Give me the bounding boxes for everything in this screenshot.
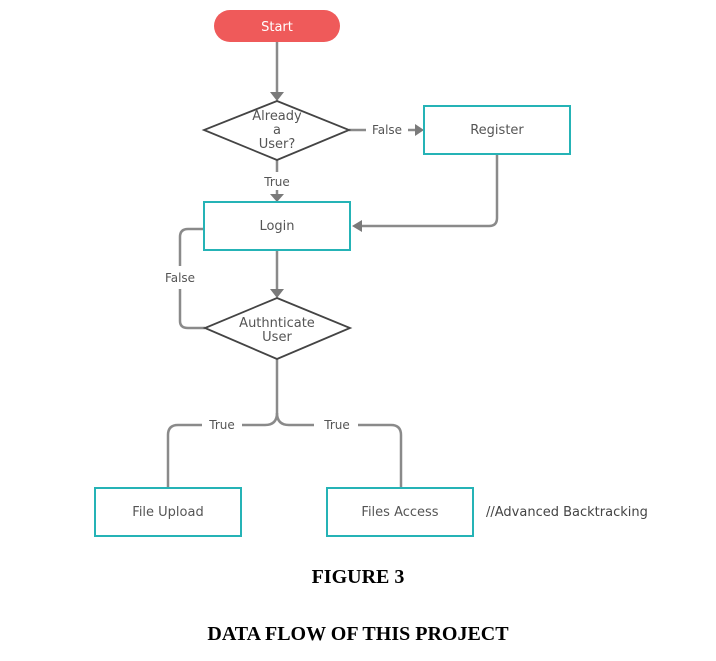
authenticate-label-line1: Authnticate	[239, 316, 315, 331]
arrow-register-into-login	[352, 220, 362, 232]
edge-to-files-access	[358, 423, 403, 487]
register-label: Register	[470, 123, 524, 138]
register-box	[423, 105, 571, 155]
files-access-box	[326, 487, 474, 537]
authenticate-decision	[202, 297, 353, 360]
already-user-decision	[201, 100, 352, 161]
edge-label-already-false: False	[372, 123, 402, 137]
edge-register-to-login	[362, 154, 499, 228]
file-upload-label: File Upload	[132, 505, 203, 520]
figure-number: FIGURE 3	[311, 566, 405, 588]
edge-auth-false-loop-b	[178, 289, 205, 330]
edge-label-auth-true-right: True	[323, 418, 350, 432]
edge-to-file-upload	[166, 423, 202, 487]
edge-true-right-curve	[275, 412, 314, 427]
advanced-backtracking-note: //Advanced Backtracking	[486, 505, 648, 520]
figure-title: DATA FLOW OF THIS PROJECT	[207, 623, 509, 645]
login-box	[203, 201, 351, 251]
already-user-label-line2: a	[273, 123, 281, 138]
authenticate-label-line2: User	[262, 330, 292, 345]
already-user-label-line3: User?	[259, 137, 296, 152]
arrow-into-register	[415, 124, 424, 136]
edge-auth-false-loop-a	[178, 227, 204, 266]
arrow-into-auth	[270, 289, 284, 298]
edge-label-auth-false: False	[165, 271, 195, 285]
connectors	[166, 42, 499, 487]
file-upload-box	[94, 487, 242, 537]
already-user-label-line1: Already	[252, 109, 302, 124]
start-label: Start	[261, 20, 293, 35]
arrow-into-decision	[270, 92, 284, 101]
start-node	[214, 10, 340, 42]
edge-true-left-curve	[242, 412, 279, 427]
files-access-label: Files Access	[361, 505, 438, 520]
edge-label-already-true: True	[263, 175, 290, 189]
login-label: Login	[259, 219, 294, 234]
arrow-into-login	[270, 194, 284, 202]
edge-label-auth-true-left: True	[208, 418, 235, 432]
